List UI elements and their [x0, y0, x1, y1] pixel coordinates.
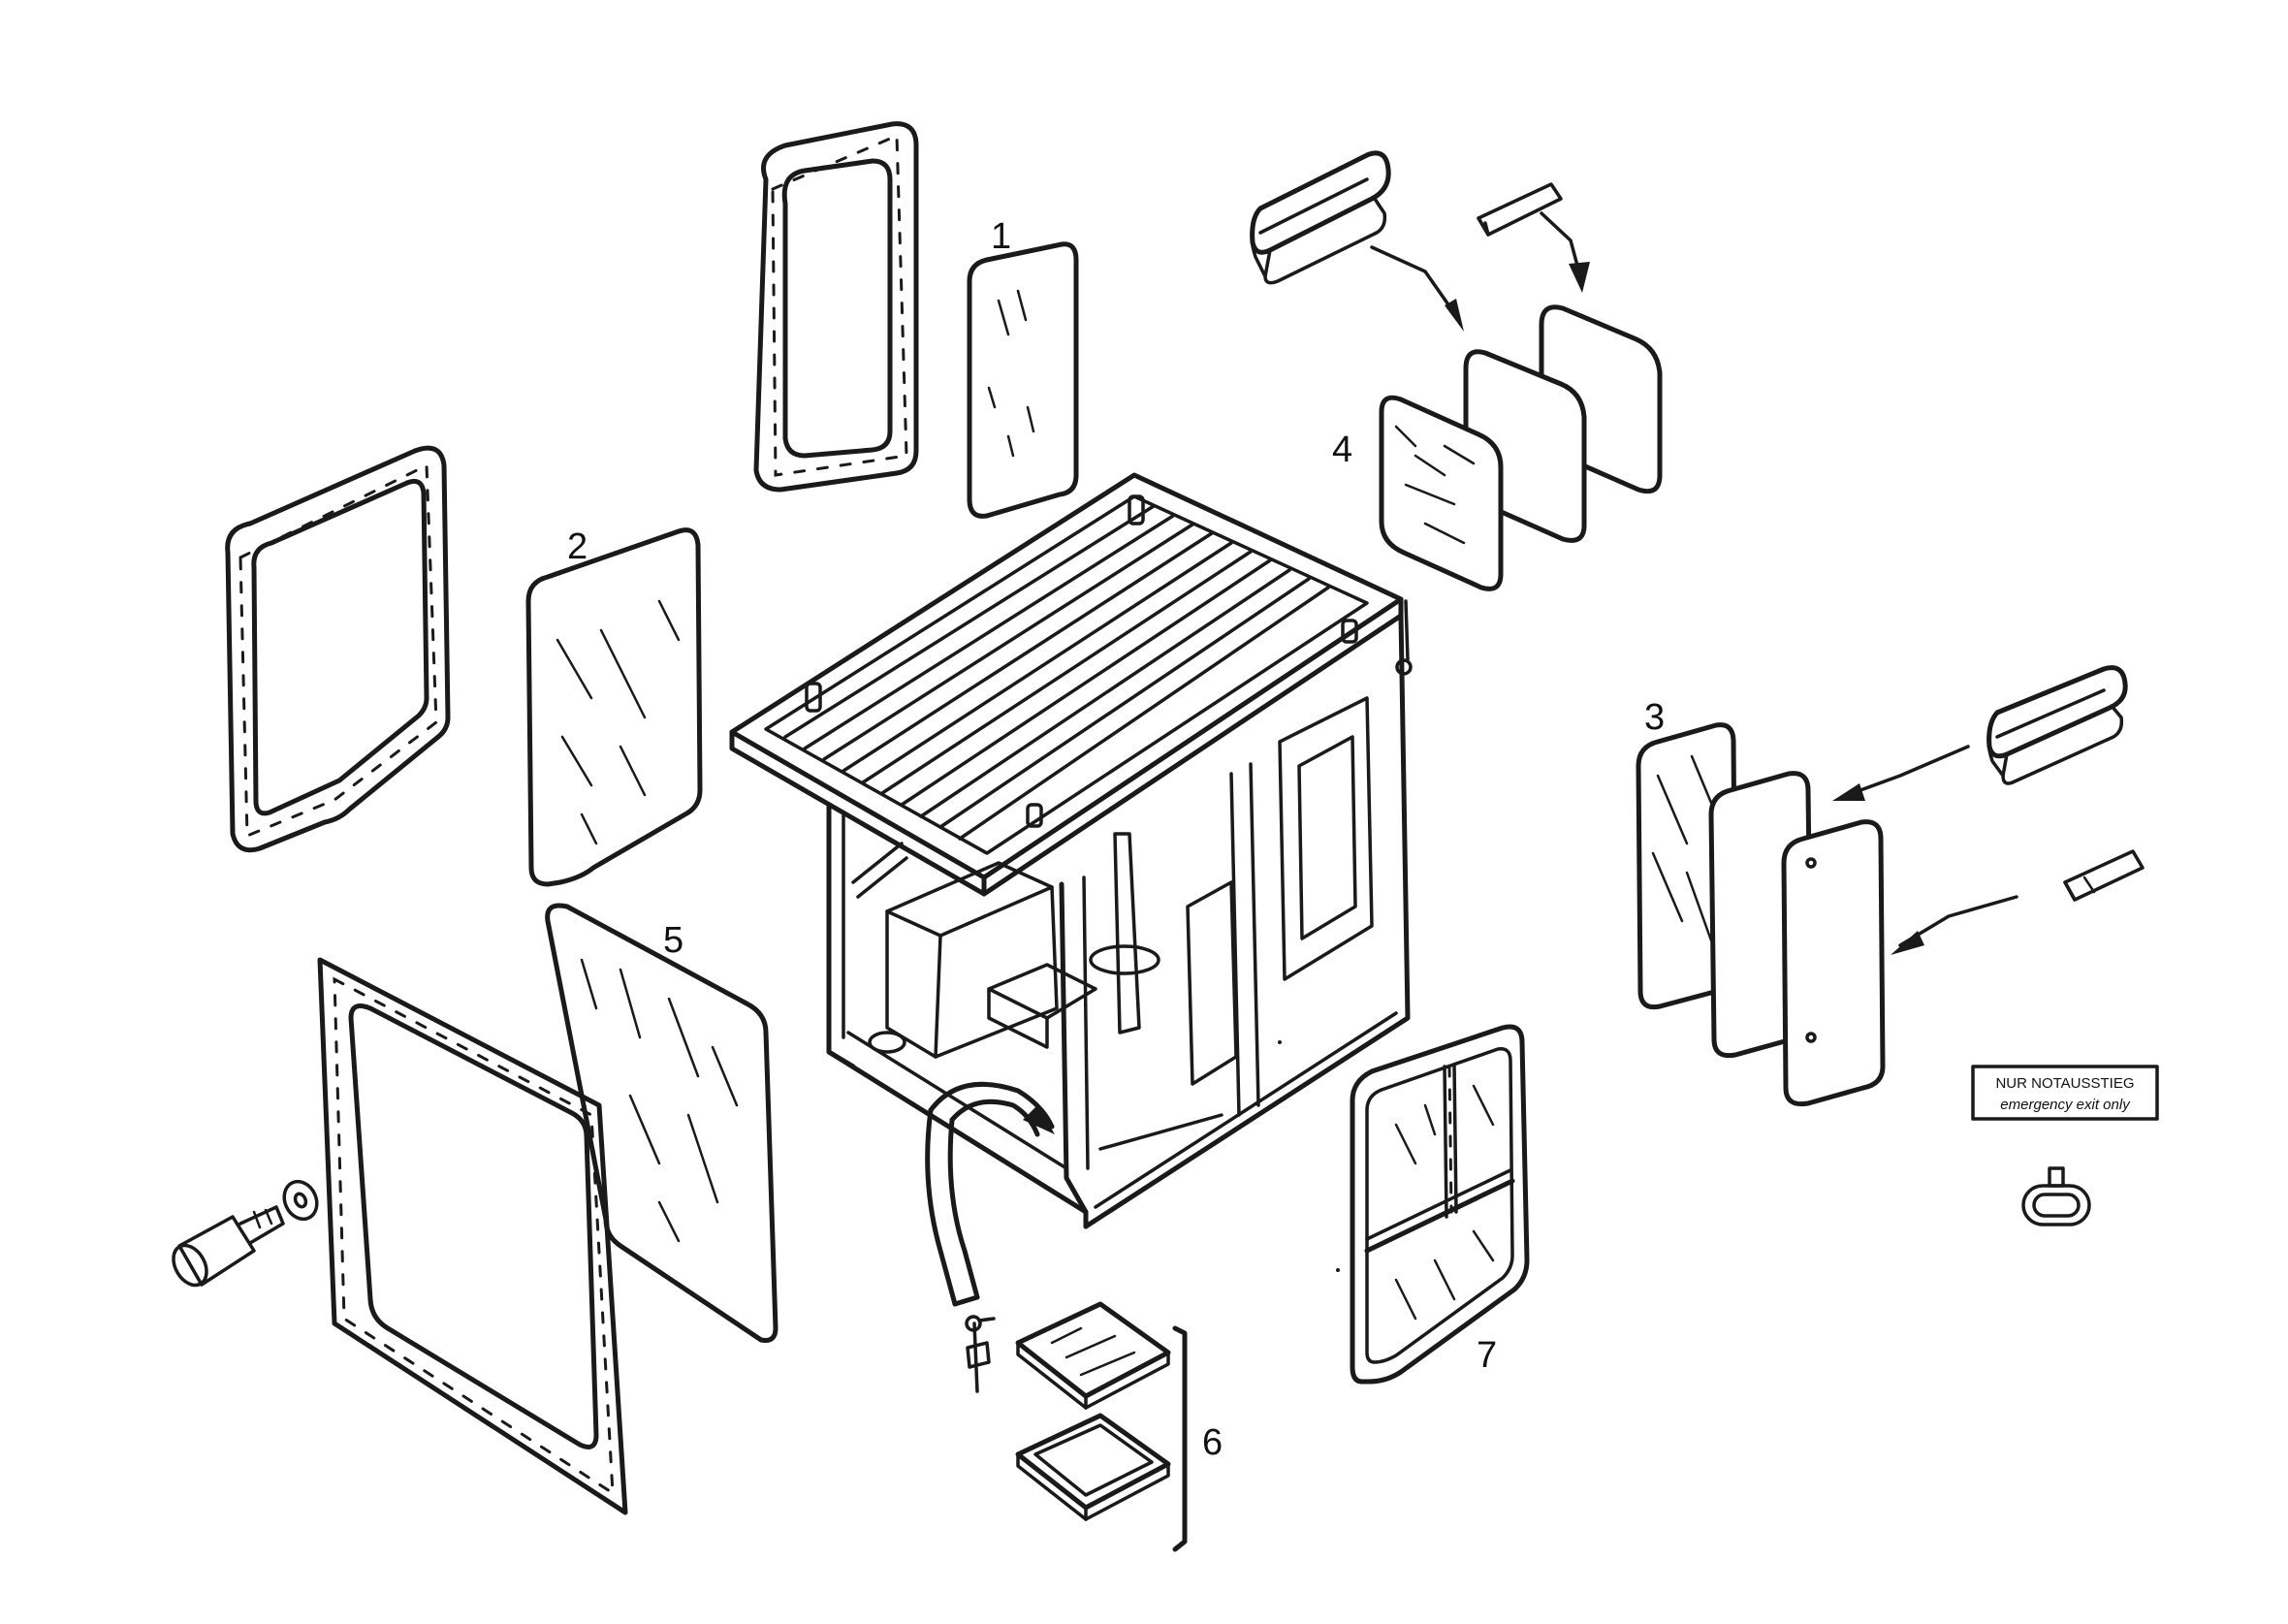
- callout-5: 5: [663, 920, 683, 961]
- glass-pane-2: [525, 527, 703, 887]
- rubber-profile-right: [1986, 665, 2128, 785]
- emergency-hammer-handle: [2021, 1166, 2091, 1226]
- window-group-3: [1636, 722, 1886, 1107]
- install-arrows-right: [1832, 745, 2018, 955]
- callout-2: 2: [567, 526, 588, 567]
- callout-4: 4: [1332, 430, 1352, 470]
- hatch-parts-6: [1015, 1301, 1188, 1552]
- callout-7: 7: [1477, 1335, 1497, 1376]
- window-group-4: [1379, 304, 1663, 591]
- cab-frame: [729, 472, 1413, 1229]
- filler-strip-right: [2063, 849, 2145, 902]
- washer: [282, 1179, 319, 1222]
- latch-pin: [965, 1315, 996, 1393]
- plate-text-line1: NUR NOTAUSSTIEG: [1995, 1075, 2134, 1092]
- glass-pane-5: [545, 903, 779, 1343]
- seal-left-side: [225, 445, 451, 853]
- glass-pane-1: [967, 241, 1079, 519]
- callout-6: 6: [1202, 1422, 1223, 1463]
- plate-text-line2: emergency exit only: [2000, 1097, 2131, 1113]
- rubber-profile-top: [1250, 150, 1391, 285]
- callout-1: 1: [991, 216, 1011, 257]
- bolt-fastener: [172, 1205, 285, 1288]
- emergency-exit-plate: NUR NOTAUSSTIEG emergency exit only: [1971, 1065, 2159, 1121]
- seal-upper-door: [753, 121, 919, 493]
- hose-strip: [925, 1081, 1055, 1307]
- install-arrows-top: [1370, 211, 1590, 332]
- seal-front-window: [317, 957, 628, 1515]
- door-7: [1350, 1024, 1530, 1385]
- callout-3: 3: [1644, 697, 1665, 738]
- filler-strip-top: [1477, 182, 1563, 237]
- roof-slats: [783, 504, 1330, 841]
